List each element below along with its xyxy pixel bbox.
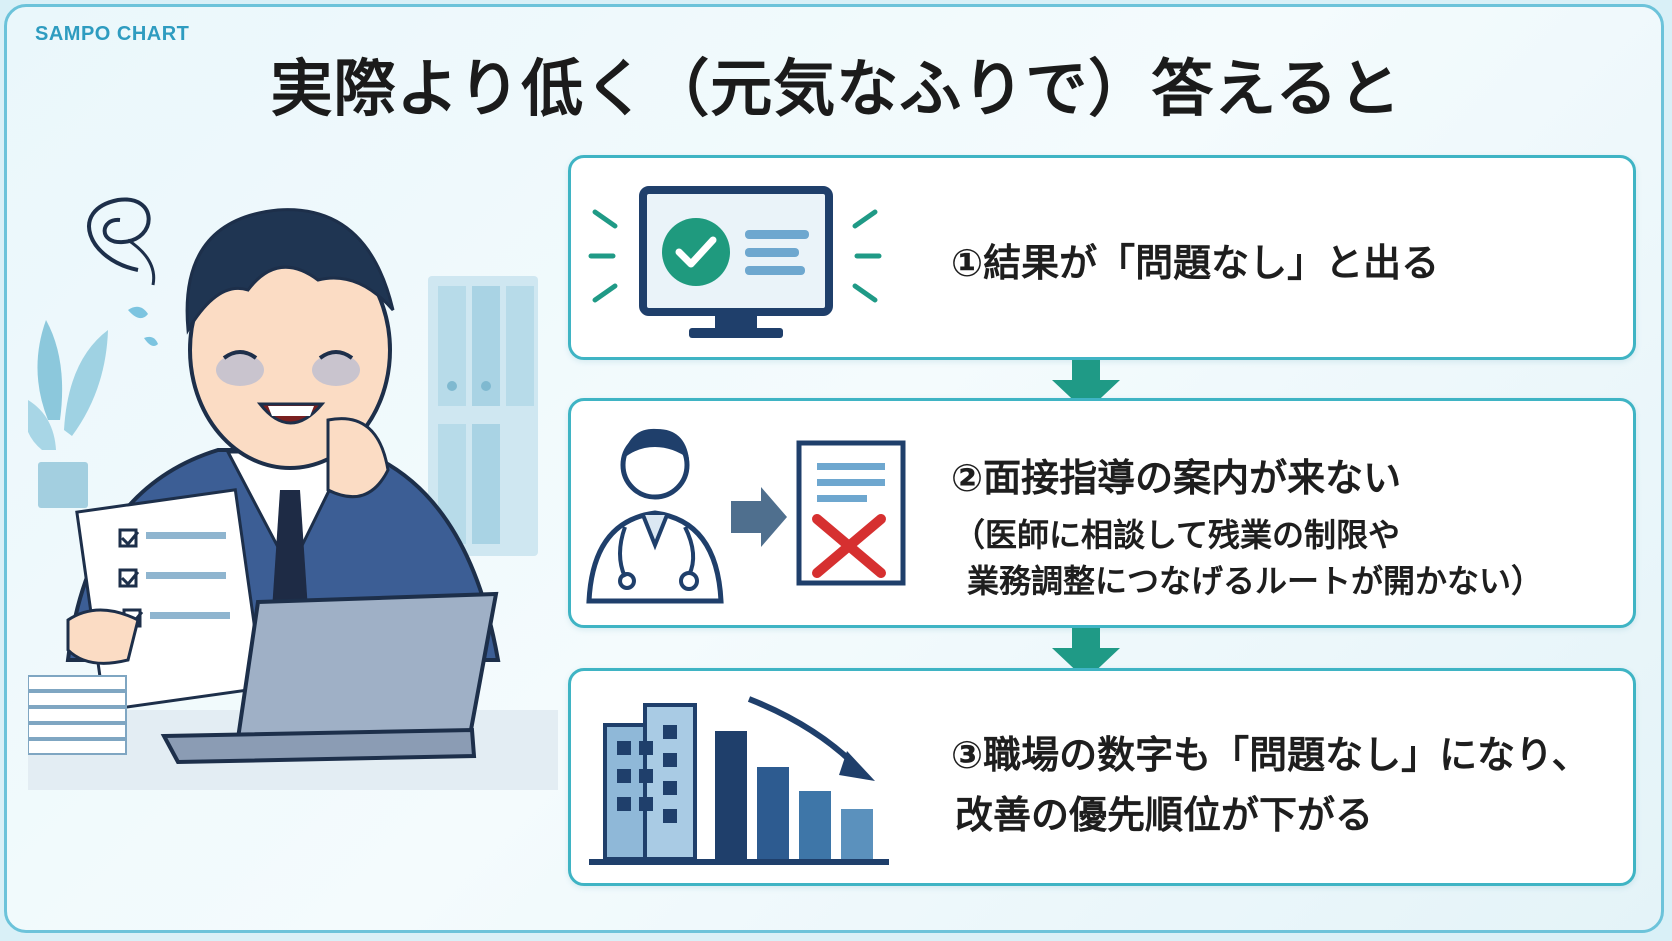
arrow-down-icon [1052, 628, 1120, 680]
arrow-right-icon [731, 487, 787, 547]
doctor-icon [586, 428, 724, 604]
step-1-text: ①結果が「問題なし」と出る [951, 241, 1440, 285]
step-2-text: ②面接指導の案内が来ない [951, 456, 1402, 500]
plant-icon [28, 320, 108, 508]
step-2-note-line-2: 業務調整につなげるルートが開かない） [967, 562, 1544, 600]
monitor-checkmark-icon [588, 186, 882, 338]
step-3-card: ③職場の数字も「問題なし」になり、 改善の優先順位が下がる [568, 668, 1636, 886]
building-declining-chart-icon [589, 696, 889, 865]
paper-stack-icon [28, 675, 127, 755]
step-2-note-line-1: （医師に相談して残業の制限や [953, 516, 1401, 554]
dizzy-swirl-icon [87, 197, 151, 272]
step-1-card: ①結果が「問題なし」と出る [568, 155, 1636, 360]
step-2-note: （医師に相談して残業の制限や 業務調整につなげるルートが開かない） [951, 512, 1543, 604]
rejected-document-icon [796, 440, 906, 586]
office-building-icon [603, 703, 697, 861]
step-3-text: ③職場の数字も「問題なし」になり、 改善の優先順位が下がる [951, 725, 1590, 845]
doctor-to-rejected-document-icon [586, 428, 906, 604]
step-2-text-block: ②面接指導の案内が来ない （医師に相談して残業の制限や 業務調整につなげるルート… [951, 447, 1543, 604]
declining-bar-chart-icon [715, 696, 875, 859]
smiling-tired-worker-illustration [28, 197, 558, 790]
step-3-text-line-1: ③職場の数字も「問題なし」になり、 [951, 733, 1590, 777]
step-2-card: ②面接指導の案内が来ない （医師に相談して残業の制限や 業務調整につなげるルート… [568, 398, 1636, 628]
brand-label: SAMPO CHART [35, 23, 190, 45]
laptop-icon [160, 591, 499, 765]
arrow-down-icon [1052, 360, 1120, 412]
step-3-text-line-2: 改善の優先順位が下がる [955, 793, 1374, 837]
page-title: 実際より低く（元気なふりで）答えると [270, 52, 1402, 125]
